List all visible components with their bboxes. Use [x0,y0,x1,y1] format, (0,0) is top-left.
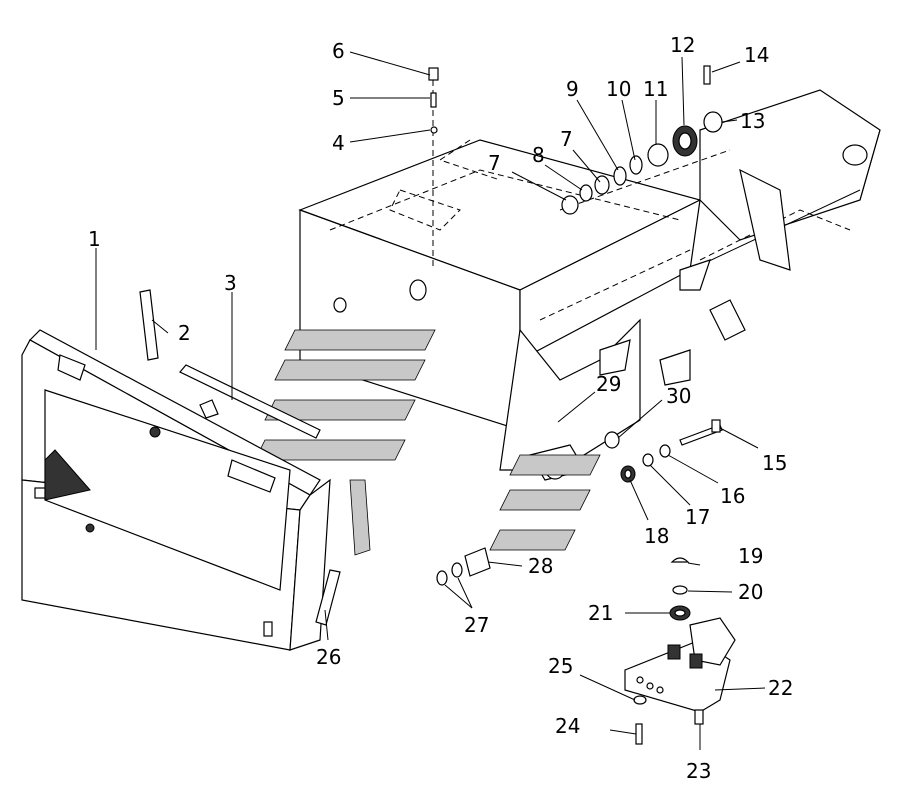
callout-19: 19 [738,544,763,568]
callout-21: 21 [588,601,613,625]
part-2-seal-strip [139,289,159,361]
callout-16: 16 [720,484,745,508]
callout-22: 22 [768,676,793,700]
callout-27: 27 [464,613,489,637]
callout-23: 23 [686,759,711,783]
callout-17: 17 [685,505,710,529]
lower-hardware [436,419,723,586]
callout-8: 8 [532,143,545,167]
callout-25: 25 [548,654,573,678]
callout-numbers: 1 2 3 4 5 6 7 8 7 9 10 11 12 13 14 15 16… [88,33,793,783]
callout-4: 4 [332,131,345,155]
callout-10: 10 [606,77,631,101]
callout-20: 20 [738,580,763,604]
callout-24: 24 [555,714,580,738]
lower-mount-assembly [624,557,736,745]
callout-2: 2 [178,321,191,345]
callout-6: 6 [332,39,345,63]
callout-26: 26 [316,645,341,669]
callout-1: 1 [88,227,101,251]
callout-5: 5 [332,86,345,110]
leader-lines [95,51,766,750]
callout-18: 18 [644,524,669,548]
callout-7b: 7 [560,127,573,151]
callout-11: 11 [643,77,668,101]
callout-28: 28 [528,554,553,578]
callout-15: 15 [762,451,787,475]
callout-12: 12 [670,33,695,57]
callout-9: 9 [566,77,579,101]
chassis-frame [298,89,881,481]
callout-29: 29 [596,372,621,396]
parts-7-14-bushing-stack [559,65,731,215]
callout-7a: 7 [488,151,501,175]
part-3-long-seal [179,364,321,439]
callout-3: 3 [224,271,237,295]
callout-14: 14 [744,43,769,67]
callout-13: 13 [740,109,765,133]
callout-30: 30 [666,384,691,408]
parts-4-5-6-bolt-stack [428,67,439,270]
